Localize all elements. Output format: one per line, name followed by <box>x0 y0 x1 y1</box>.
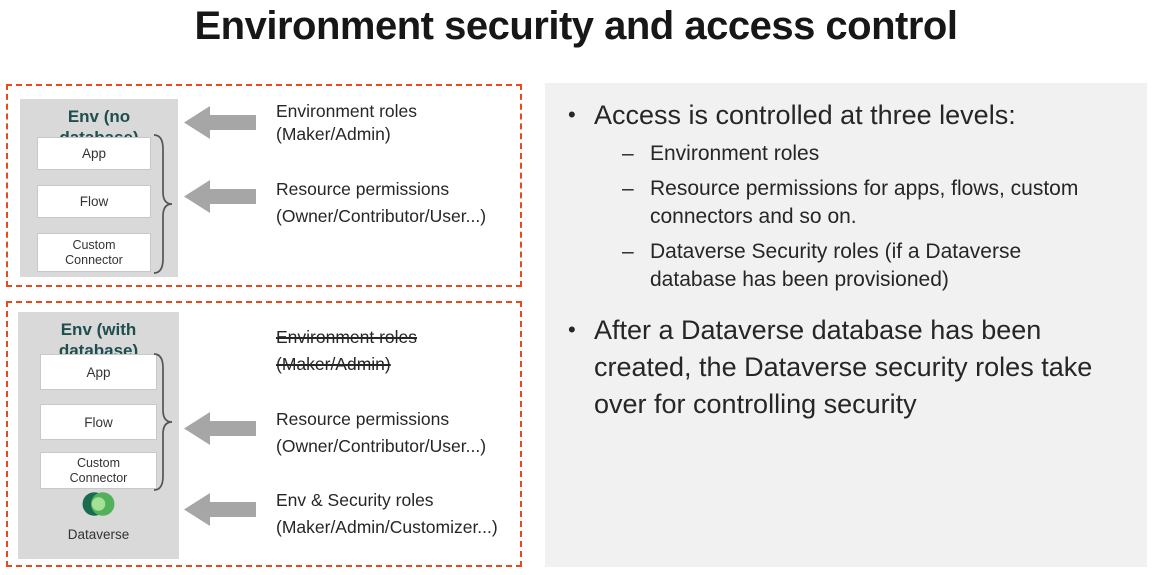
custom-connector-box: Custom Connector <box>40 452 157 489</box>
annotation-env-security-roles: Env & Security roles (Maker/Admin/Custom… <box>276 490 498 537</box>
dataverse-group: Dataverse <box>18 488 179 542</box>
custom-connector-box: Custom Connector <box>37 233 151 272</box>
dash-marker: – <box>622 142 634 165</box>
sub-bullet-list: – Environment roles – Resource permissio… <box>622 140 1122 301</box>
env-with-db-panel: Env (with database) App Flow Custom Conn… <box>6 301 522 567</box>
arrow-left-icon <box>184 180 256 213</box>
annotation-resource-permissions: Resource permissions (Owner/Contributor/… <box>276 179 487 226</box>
dash-marker: – <box>622 177 634 200</box>
env-with-db-box: Env (with database) App Flow Custom Conn… <box>18 312 179 559</box>
flow-box: Flow <box>40 404 157 440</box>
dataverse-icon <box>82 492 115 516</box>
flow-box: Flow <box>37 185 151 218</box>
bullet-item-dataverse-takeover: • After a Dataverse database has been cr… <box>568 312 1124 423</box>
annotation-environment-roles-strikethrough: Environment roles (Maker/Admin) <box>276 327 418 374</box>
bullet-marker: • <box>568 317 576 342</box>
app-box: App <box>37 137 151 170</box>
page-title: Environment security and access control <box>194 4 958 48</box>
sub-bullet-environment-roles: – Environment roles <box>622 140 1122 168</box>
notes-panel: • Access is controlled at three levels: … <box>545 83 1147 567</box>
brace-icon <box>153 353 173 491</box>
arrow-left-icon <box>184 106 256 139</box>
app-box: App <box>40 354 157 390</box>
dataverse-label: Dataverse <box>67 527 130 542</box>
annotation-environment-roles: Environment roles (Maker/Admin) <box>276 101 418 144</box>
arrow-left-icon <box>184 493 256 526</box>
bullet-marker: • <box>568 102 576 127</box>
env-no-db-box: Env (no database) App Flow Custom Connec… <box>20 99 178 277</box>
brace-icon <box>153 134 173 274</box>
sub-bullet-resource-permissions: – Resource permissions for apps, flows, … <box>622 175 1122 231</box>
arrow-left-icon <box>184 412 256 445</box>
sub-bullet-dataverse-security-roles: – Dataverse Security roles (if a Dataver… <box>622 238 1122 294</box>
env-no-db-panel: Env (no database) App Flow Custom Connec… <box>6 84 522 287</box>
dash-marker: – <box>622 240 634 263</box>
annotation-resource-permissions: Resource permissions (Owner/Contributor/… <box>276 409 487 456</box>
bullet-item-access-levels: • Access is controlled at three levels: <box>568 97 1128 133</box>
